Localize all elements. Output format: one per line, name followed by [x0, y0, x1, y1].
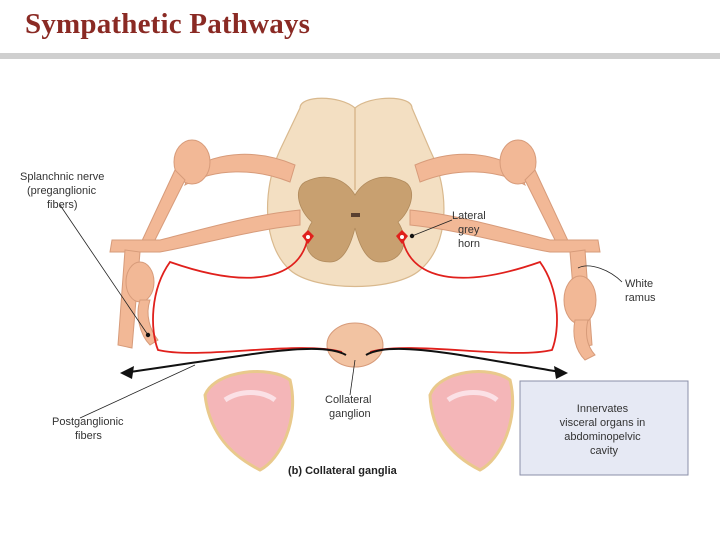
- sympathetic-pathway-diagram: Splanchnic nerve (preganglionic fibers) …: [20, 97, 689, 477]
- label-splanchnic-nerve: Splanchnic nerve (preganglionic fibers): [20, 171, 107, 211]
- organ-right: [428, 370, 515, 472]
- innervates-callout-box: [519, 380, 689, 476]
- organ-left: [203, 370, 295, 472]
- right-spinal-nerve: [409, 139, 601, 361]
- leader-dot: [145, 332, 151, 338]
- arrow-right-icon: [554, 366, 568, 379]
- arrow-left-icon: [120, 366, 134, 379]
- spinal-cord: [266, 97, 445, 288]
- preganglionic-fibers: [152, 236, 558, 354]
- postganglionic-fibers: [129, 347, 561, 373]
- neuron-cell-bodies: [302, 230, 408, 244]
- title-divider: [0, 53, 720, 59]
- label-postganglionic-fibers: Postganglionic fibers: [52, 416, 127, 442]
- leader-dot: [409, 233, 415, 239]
- label-collateral-ganglion: Collateral ganglion: [325, 394, 375, 420]
- label-innervates: Innervates visceral organs in abdominope…: [560, 403, 649, 457]
- leader-lines: [59, 204, 623, 419]
- figure-caption: (b) Collateral ganglia: [288, 465, 398, 477]
- label-lateral-grey-horn: Lateral grey horn: [452, 210, 489, 250]
- collateral-ganglion: [326, 322, 384, 368]
- left-spinal-nerve: [109, 139, 301, 349]
- slide-title: Sympathetic Pathways: [25, 8, 311, 40]
- label-white-ramus: White ramus: [625, 278, 656, 304]
